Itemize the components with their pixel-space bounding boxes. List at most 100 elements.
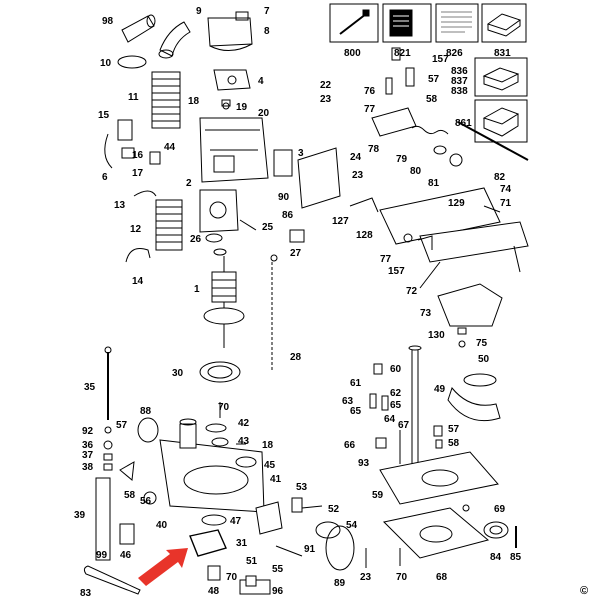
label-55: 55: [272, 564, 284, 575]
label-58-a: 58: [426, 94, 438, 105]
label-3: 3: [298, 148, 304, 159]
label-71: 71: [500, 198, 512, 209]
accessory-836-838-box: [474, 57, 528, 97]
label-836: 836: [451, 66, 468, 77]
label-69: 69: [494, 504, 506, 515]
label-51: 51: [246, 556, 258, 567]
label-48: 48: [208, 586, 220, 597]
label-74: 74: [500, 184, 512, 195]
label-38: 38: [82, 462, 94, 473]
label-79: 79: [396, 154, 408, 165]
label-31: 31: [236, 538, 248, 549]
label-18-b: 18: [262, 440, 274, 451]
label-52: 52: [328, 504, 340, 515]
label-1: 1: [194, 284, 200, 295]
label-26: 26: [190, 234, 202, 245]
label-27: 27: [290, 248, 302, 259]
label-76: 76: [364, 86, 376, 97]
label-2: 2: [186, 178, 192, 189]
label-68: 68: [436, 572, 448, 583]
label-6: 6: [102, 172, 108, 183]
accessory-800-box: [329, 3, 379, 43]
label-837: 837: [451, 76, 468, 87]
label-86: 86: [282, 210, 294, 221]
label-36: 36: [82, 440, 94, 451]
label-66: 66: [344, 440, 356, 451]
label-16: 16: [132, 150, 144, 161]
label-88: 88: [140, 406, 152, 417]
label-70-c: 70: [226, 572, 238, 583]
label-83: 83: [80, 588, 92, 599]
label-23-a: 23: [320, 94, 332, 105]
label-831: 831: [494, 48, 511, 59]
accessory-821-box: [382, 3, 432, 43]
label-96: 96: [272, 586, 284, 597]
label-45: 45: [264, 460, 276, 471]
label-30: 30: [172, 368, 184, 379]
label-8: 8: [264, 26, 270, 37]
label-18-a: 18: [188, 96, 200, 107]
label-62: 62: [390, 388, 402, 399]
fence-guide-parts: [349, 47, 529, 348]
label-14: 14: [132, 276, 144, 287]
label-49: 49: [434, 384, 446, 395]
label-4: 4: [258, 76, 264, 87]
label-65-a: 65: [350, 406, 362, 417]
label-9: 9: [196, 6, 202, 17]
label-157-a: 157: [432, 54, 449, 65]
motor-stack-parts: [104, 11, 341, 383]
label-91: 91: [304, 544, 316, 555]
label-85: 85: [510, 552, 522, 563]
label-77-a: 77: [364, 104, 376, 115]
label-826: 826: [446, 48, 463, 59]
label-61: 61: [350, 378, 362, 389]
label-13: 13: [114, 200, 126, 211]
label-23-b: 23: [352, 170, 364, 181]
label-50: 50: [478, 354, 490, 365]
label-17: 17: [132, 168, 144, 179]
label-128: 128: [356, 230, 373, 241]
label-78: 78: [368, 144, 380, 155]
label-72: 72: [406, 286, 418, 297]
label-59: 59: [372, 490, 384, 501]
label-15: 15: [98, 110, 110, 121]
label-80: 80: [410, 166, 422, 177]
label-57-b: 57: [448, 424, 460, 435]
label-54: 54: [346, 520, 358, 531]
label-39: 39: [74, 510, 86, 521]
label-130: 130: [428, 330, 445, 341]
label-157-b: 157: [388, 266, 405, 277]
label-861: 861: [455, 118, 472, 129]
label-90: 90: [278, 192, 290, 203]
label-127: 127: [332, 216, 349, 227]
label-89: 89: [334, 578, 346, 589]
label-81: 81: [428, 178, 440, 189]
label-53: 53: [296, 482, 308, 493]
label-23-c: 23: [360, 572, 372, 583]
label-37: 37: [82, 450, 94, 461]
router-base-parts: [83, 346, 341, 595]
copyright-symbol: ©: [580, 585, 588, 597]
label-77-b: 77: [380, 254, 392, 265]
label-99: 99: [96, 550, 108, 561]
label-129: 129: [448, 198, 465, 209]
label-12: 12: [130, 224, 142, 235]
label-41: 41: [270, 474, 282, 485]
label-58-b: 58: [448, 438, 460, 449]
accessory-826-box: [435, 3, 479, 43]
label-28: 28: [290, 352, 302, 363]
label-25: 25: [262, 222, 274, 233]
label-22: 22: [320, 80, 332, 91]
label-60: 60: [390, 364, 402, 375]
label-35: 35: [84, 382, 96, 393]
label-73: 73: [420, 308, 432, 319]
plunge-base-parts: [325, 345, 517, 571]
label-46: 46: [120, 550, 132, 561]
label-42: 42: [238, 418, 250, 429]
label-70-b: 70: [396, 572, 408, 583]
label-98: 98: [102, 16, 114, 27]
label-84: 84: [490, 552, 502, 563]
label-64: 64: [384, 414, 396, 425]
label-57-a: 57: [428, 74, 440, 85]
label-821: 821: [394, 48, 411, 59]
